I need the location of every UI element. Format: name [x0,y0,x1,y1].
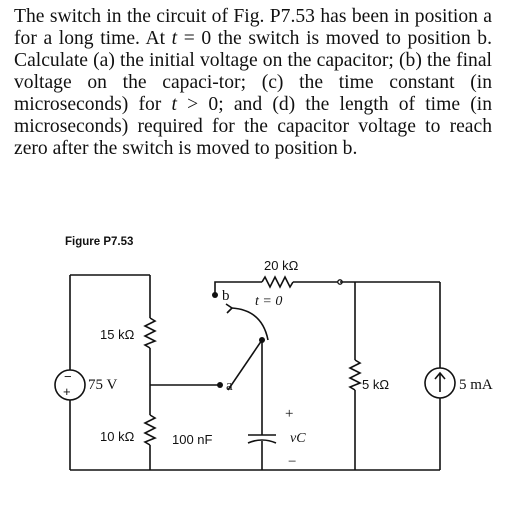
resistor-15k-label: 15 kΩ [100,327,135,342]
vsource-plus: + [63,384,71,399]
problem-text-part-1: The switch in the circuit of Fig. P7.53 … [14,6,492,49]
capacitor-plate-bottom [247,439,277,444]
node-b-label: b [222,288,230,304]
problem-text-part-2: = 0 the switch is moved to position b. C… [14,28,492,115]
switch-arrow-icon [225,303,233,314]
resistor-15k-icon [143,317,157,349]
problem-text-part-3: > 0; and (d) the length of time (in micr… [14,94,493,159]
vsource-minus: − [64,369,72,384]
vc-minus: − [288,454,296,470]
current-arrow-icon [434,371,446,392]
current-source-label: 5 mA [459,377,493,393]
vc-plus: + [285,406,293,422]
voltage-source-label: 75 V [88,377,117,393]
resistor-10k-label: 10 kΩ [100,429,135,444]
resistor-20k-label: 20 kΩ [264,258,299,273]
problem-statement: The switch in the circuit of Fig. P7.53 … [14,6,492,160]
figure-label: Figure P7.53 [65,236,134,248]
switch-blade [227,339,263,391]
resistor-10k-icon [143,414,157,446]
time-variable: t [171,28,178,49]
vc-label: vC [290,431,306,446]
resistor-20k-icon [261,275,294,289]
resistor-5k-label: 5 kΩ [362,377,389,392]
node-a-dot [217,382,223,388]
switch-arc [231,307,269,341]
time-variable-2: t [171,94,177,115]
voltage-source-icon [54,369,86,401]
wire-node-b-up [214,281,240,295]
capacitor-label: 100 nF [172,432,213,447]
switch-time-label: t = 0 [255,294,282,309]
resistor-5k-icon [348,359,362,391]
node-a-label: a [226,378,233,394]
